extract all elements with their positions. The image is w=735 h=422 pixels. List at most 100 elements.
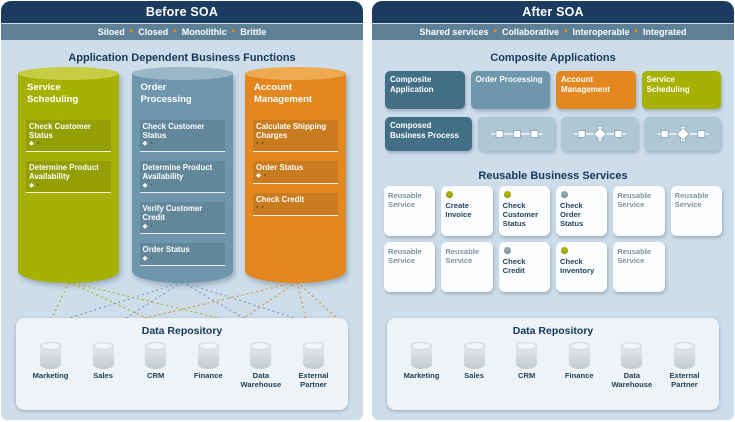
before-soa-panel: Before SOA Siloed•Closed•Monolithic•Brit… xyxy=(1,1,363,421)
service-status-dot-icon xyxy=(503,247,511,254)
silo-top-ellipse xyxy=(245,67,346,80)
reusable-service-box: Reusable Service xyxy=(613,186,665,236)
database-cylinder-icon xyxy=(197,342,219,369)
cylinder-top-ellipse xyxy=(250,342,272,350)
before-soa-tagline: Siloed•Closed•Monolithic•Brittle xyxy=(1,23,363,40)
data-store-label: Marketing xyxy=(32,371,69,380)
before-soa-header: Before SOA xyxy=(1,1,363,23)
after-soa-body: Composite Applications Composite Applica… xyxy=(372,40,734,420)
cylinder-top-ellipse xyxy=(463,342,485,350)
silo-function-label: Verify Customer Credit xyxy=(142,204,203,223)
data-store-label: Sales xyxy=(93,371,114,380)
silo-function-label: Check Customer Status xyxy=(29,121,91,141)
data-store: Marketing xyxy=(25,341,76,389)
reusable-service-box: Reusable Service xyxy=(613,242,665,292)
composite-apps-row: Composite Application Order Processing A… xyxy=(385,71,721,109)
separator-dot-icon: • xyxy=(173,26,177,37)
orange-connector-group xyxy=(136,281,340,320)
diamond-icon: ◆ xyxy=(29,140,37,148)
service-label: Create Invoice xyxy=(445,201,472,220)
data-store-label: CRM xyxy=(147,371,165,380)
tagline-word: Shared services xyxy=(419,27,489,37)
composite-app-label: Account Management xyxy=(561,75,610,94)
silo-function-icons: ▪▪ xyxy=(256,141,335,148)
service-label: Reusable Service xyxy=(388,191,422,210)
data-store: Marketing xyxy=(396,341,447,389)
database-cylinder-icon xyxy=(145,342,167,369)
cylinder-top-ellipse xyxy=(516,342,538,350)
repo-title: Data Repository xyxy=(512,325,594,337)
silo-function-label: Order Status xyxy=(256,162,304,172)
database-cylinder-icon xyxy=(673,342,695,369)
composed-flow-row: Composed Business Process xyxy=(385,117,721,151)
tagline-word: Brittle xyxy=(240,27,267,37)
after-soa-header: After SOA xyxy=(372,1,734,23)
service-status-dot-icon xyxy=(560,191,568,198)
service-status-dot-icon xyxy=(503,191,511,198)
diamond-icon: ◆ xyxy=(256,172,264,180)
silo-top-ellipse xyxy=(18,67,119,80)
process-flow-box xyxy=(561,117,638,151)
square-icon: ▪ xyxy=(261,204,267,212)
service-label: Reusable Service xyxy=(617,247,652,266)
process-flow-box xyxy=(478,117,555,151)
silo-top-ellipse xyxy=(131,67,233,80)
cylinder-top-ellipse xyxy=(568,342,590,350)
database-cylinder-icon xyxy=(92,342,114,369)
database-cylinder-icon xyxy=(302,342,324,369)
services-grid: Reusable Service Create Invoice Check Cu… xyxy=(384,186,722,292)
data-store-label: External Partner xyxy=(669,371,700,389)
separator-dot-icon: • xyxy=(634,26,639,37)
silo-repository-connector-lines xyxy=(50,280,340,320)
silo-function-label: Determine Product Availability xyxy=(29,162,99,182)
silo-function-label: Check Credit xyxy=(256,194,305,204)
cylinder-top-ellipse xyxy=(621,342,643,350)
data-store-label: External Partner xyxy=(298,371,329,389)
reusable-service-box: Reusable Service xyxy=(670,186,722,236)
after-soa-tagline: Shared services•Collaborative•Interopera… xyxy=(372,23,734,40)
square-icon: ▪ xyxy=(264,172,270,180)
data-store: Data Warehouse xyxy=(235,341,286,389)
data-store: Finance xyxy=(554,341,605,389)
blue-node-dot-icon xyxy=(179,280,185,285)
service-label: Check Order Status xyxy=(559,201,584,229)
service-label: Reusable Service xyxy=(617,191,652,210)
composite-app-box: Composite Application xyxy=(385,71,465,109)
right-section-title: Composite Applications xyxy=(490,52,616,64)
tagline-word: Monolithic xyxy=(181,27,227,37)
repo-cylinders: Marketing Sales CRM Finance Data Warehou… xyxy=(16,337,348,389)
reusable-service-box: Check Order Status xyxy=(555,186,608,236)
silo-function-item: Check Customer Status ◆▪ xyxy=(139,119,225,152)
composite-app-label: Order Processing xyxy=(475,75,543,84)
composite-app-label: Service Scheduling xyxy=(646,75,690,94)
tagline-word: Collaborative xyxy=(501,27,559,37)
process-branch-icon xyxy=(574,125,625,143)
data-store: Data Warehouse xyxy=(606,341,657,389)
silo-function-item: Check Customer Status ◆▪ xyxy=(26,119,111,152)
tagline-word: Interoperable xyxy=(572,27,630,37)
cylinder-top-ellipse xyxy=(92,342,114,350)
square-icon: ▪ xyxy=(150,181,156,189)
service-label: Check Inventory xyxy=(559,257,595,276)
data-store-label: CRM xyxy=(518,371,536,380)
reusable-service-box: Reusable Service xyxy=(384,186,436,236)
silo-item-list: Check Customer Status ◆▪ Determine Produ… xyxy=(18,119,119,194)
diamond-icon: ◆ xyxy=(142,140,151,148)
data-store-label: Finance xyxy=(564,371,594,380)
reusable-service-box: Check Inventory xyxy=(555,242,608,292)
silo-title: Service Scheduling xyxy=(27,82,79,105)
reusable-service-box: Check Credit xyxy=(498,242,550,292)
left-data-repository: Data Repository Marketing Sales CRM Fina… xyxy=(16,318,348,410)
data-store-label: Data Warehouse xyxy=(611,371,653,389)
composed-business-process-box: Composed Business Process xyxy=(385,117,472,151)
database-cylinder-icon xyxy=(411,342,432,369)
silo-function-icons: ◆▪ xyxy=(143,255,222,263)
database-cylinder-icon xyxy=(621,342,643,369)
service-status-dot-icon xyxy=(560,247,568,254)
silo-function-item: Verify Customer Credit ◆▪ xyxy=(139,202,225,235)
silo-function-icons: ◆▪ xyxy=(143,223,222,231)
silo-function-item: Order Status ◆▪ xyxy=(139,243,225,267)
database-cylinder-icon xyxy=(516,342,538,369)
right-data-repository: Data Repository Marketing Sales CRM Fina… xyxy=(387,318,719,410)
service-label: Check Customer Status xyxy=(502,201,539,229)
